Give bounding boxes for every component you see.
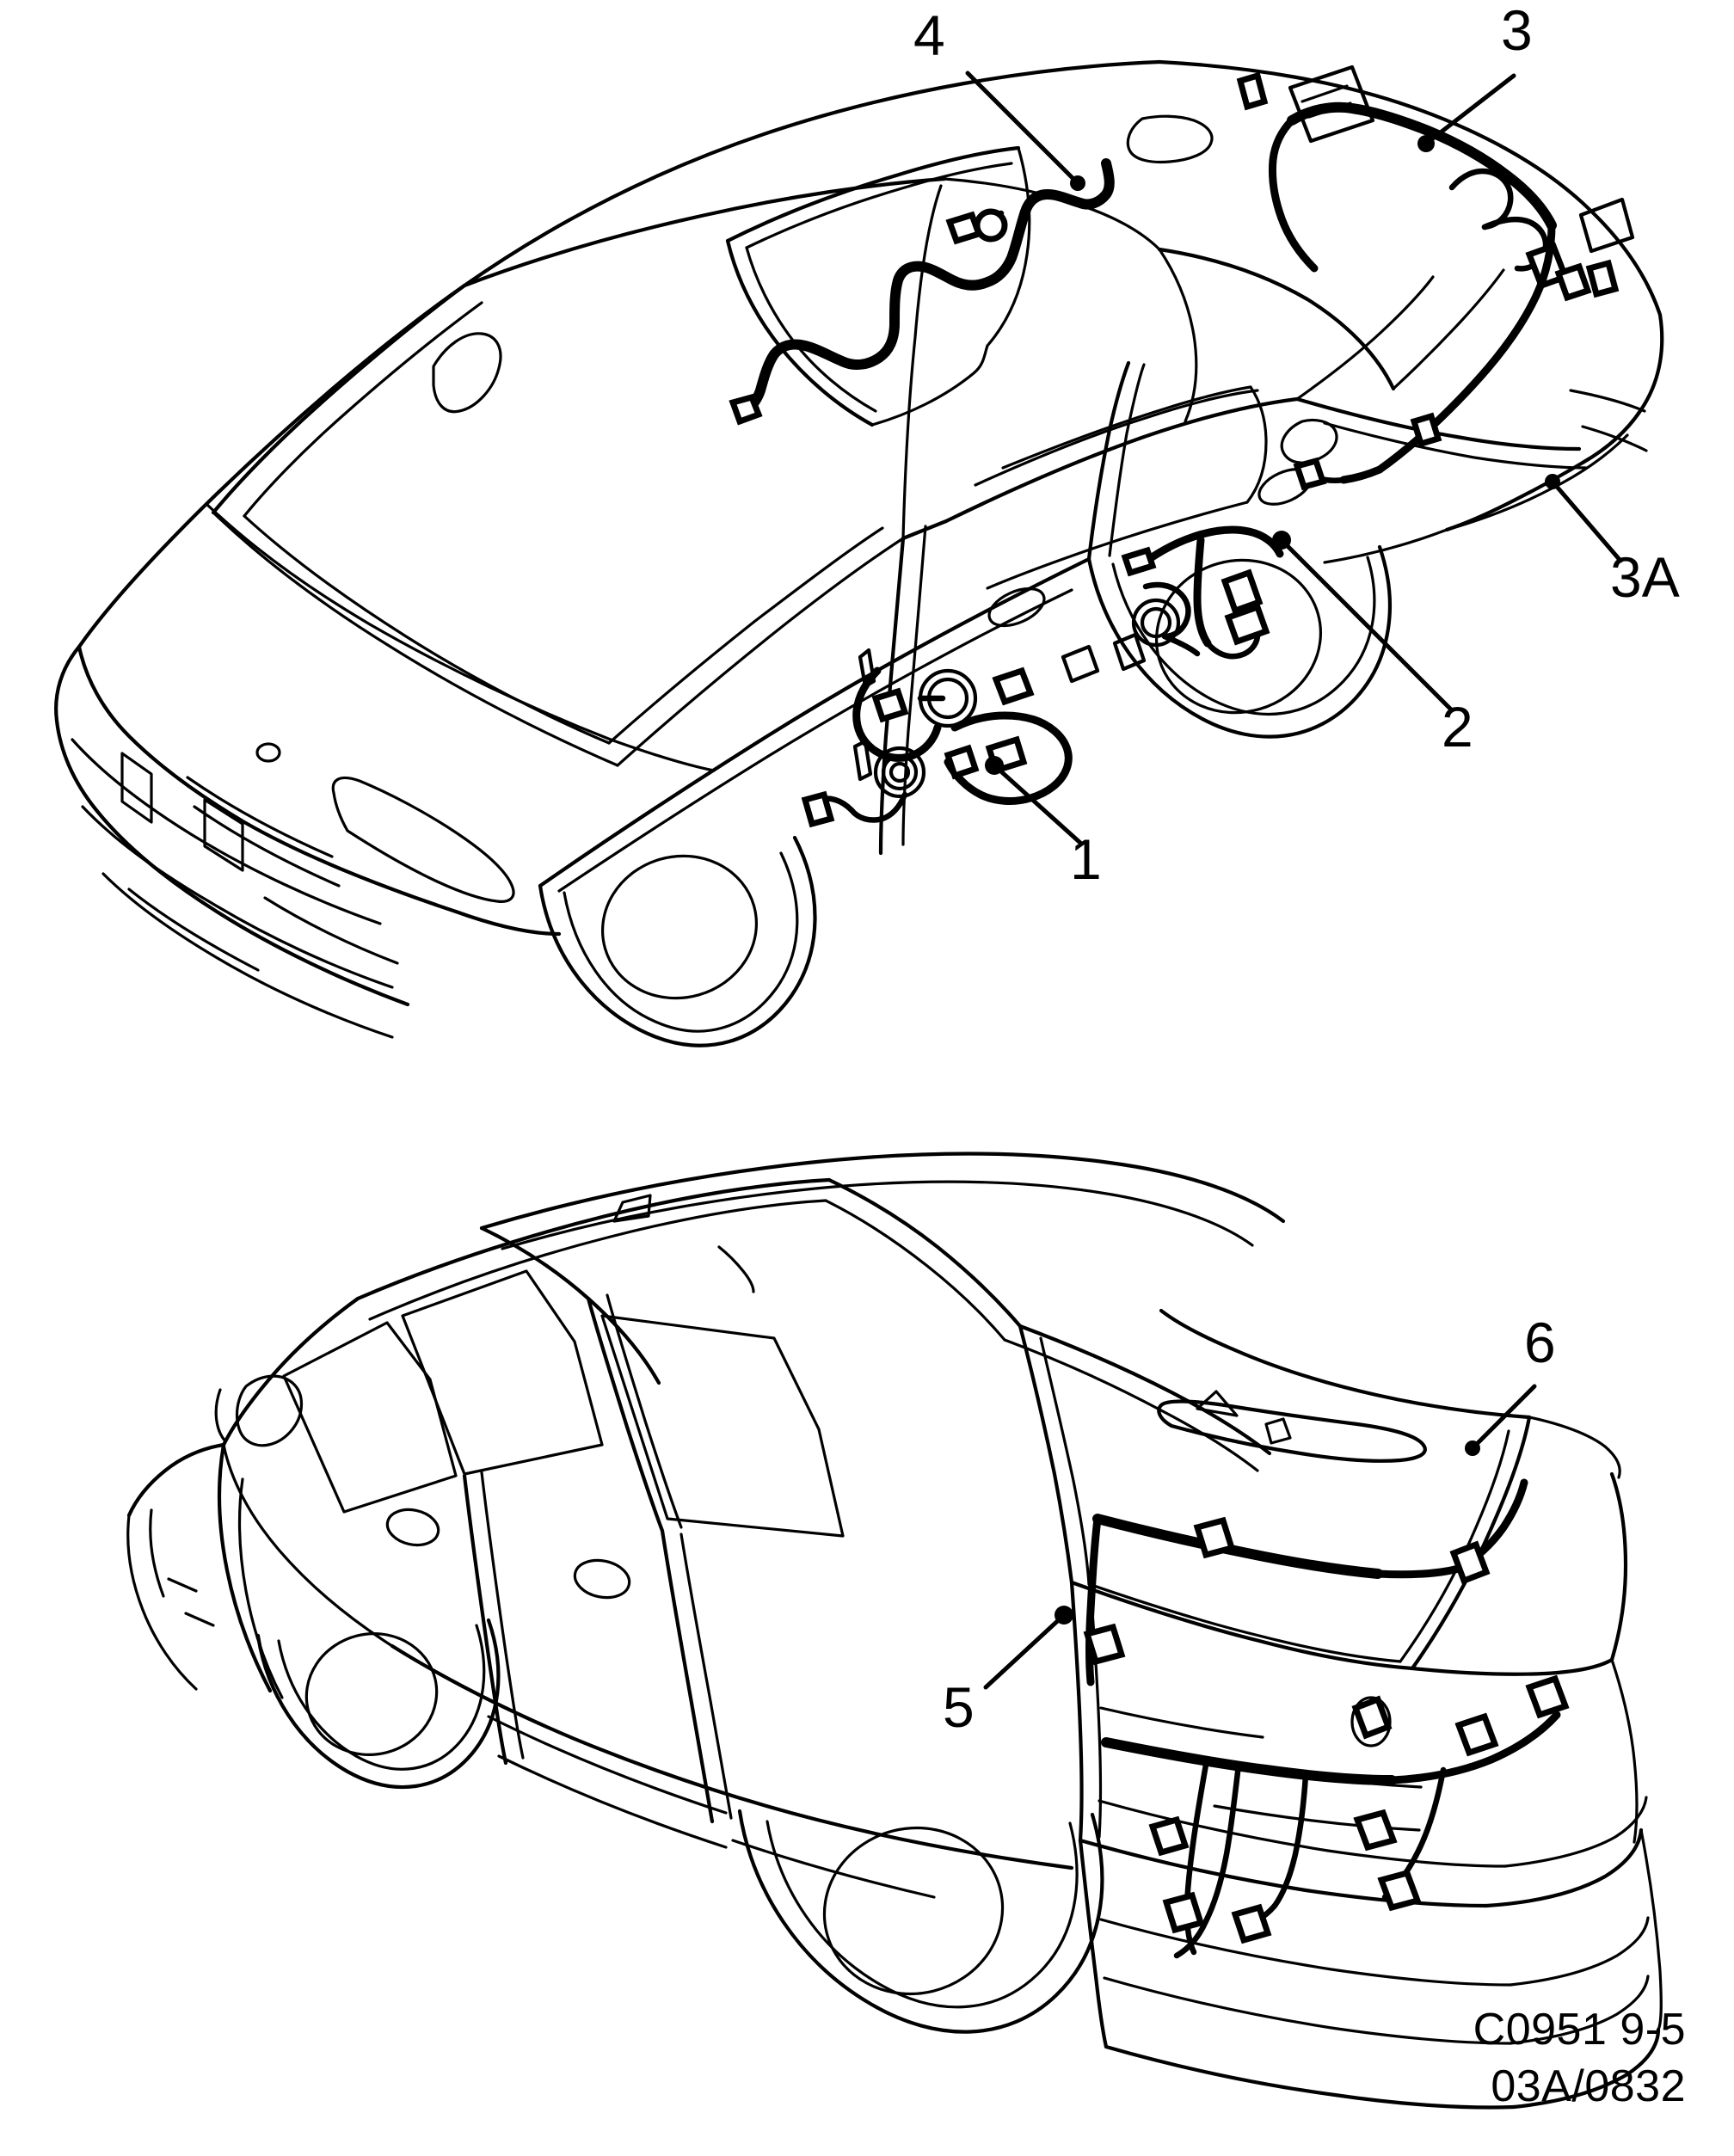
rear-bumper-harness [1101,1674,1570,1959]
rear-door-harness [1121,525,1284,660]
callout-label-6: 6 [1524,1311,1556,1374]
leader-3a [1550,479,1623,563]
leader-4 [965,71,1080,186]
callout-label-4: 4 [913,3,945,67]
callout-label-3a: 3A [1610,545,1680,609]
leader-1 [992,763,1083,845]
leader-dot-6 [1465,1440,1480,1456]
leader-dot-3 [1417,135,1435,152]
leader-dot-4 [1070,175,1085,191]
roof-harness [729,158,1115,426]
drawing-number-line-1: C0951 9-5 [1473,2004,1686,2055]
callout-label-3: 3 [1501,0,1533,62]
sedan-body-outline [54,59,1664,1047]
trunk-connector-cluster [1525,197,1635,302]
trunk-lid-harness [1236,64,1635,302]
leader-dot-2 [1272,531,1291,550]
leader-dot-5 [1055,1606,1073,1625]
leader-5 [983,1612,1067,1690]
callout-label-5: 5 [943,1675,975,1739]
leader-dot-1 [985,756,1004,775]
front-door-harness [801,632,1147,828]
rear-body-harness [1293,221,1556,491]
callout-label-2: 2 [1442,695,1473,759]
callout-leaders [965,71,1623,1690]
sedan-figure [54,59,1664,1047]
leader-6 [1470,1384,1537,1451]
drawing-number-line-2: 03A/0832 [1491,2061,1686,2111]
wagon-body-outline [126,1152,1663,2110]
tailgate-wiring-right [1449,1478,1528,1585]
tailgate-harness [1083,1514,1463,1686]
wagon-figure [126,1152,1663,2110]
leader-3 [1423,73,1516,146]
roof-connector [945,208,1008,245]
callout-label-1: 1 [1070,827,1102,891]
leader-dot-3a [1545,474,1560,489]
leader-2 [1279,537,1454,713]
